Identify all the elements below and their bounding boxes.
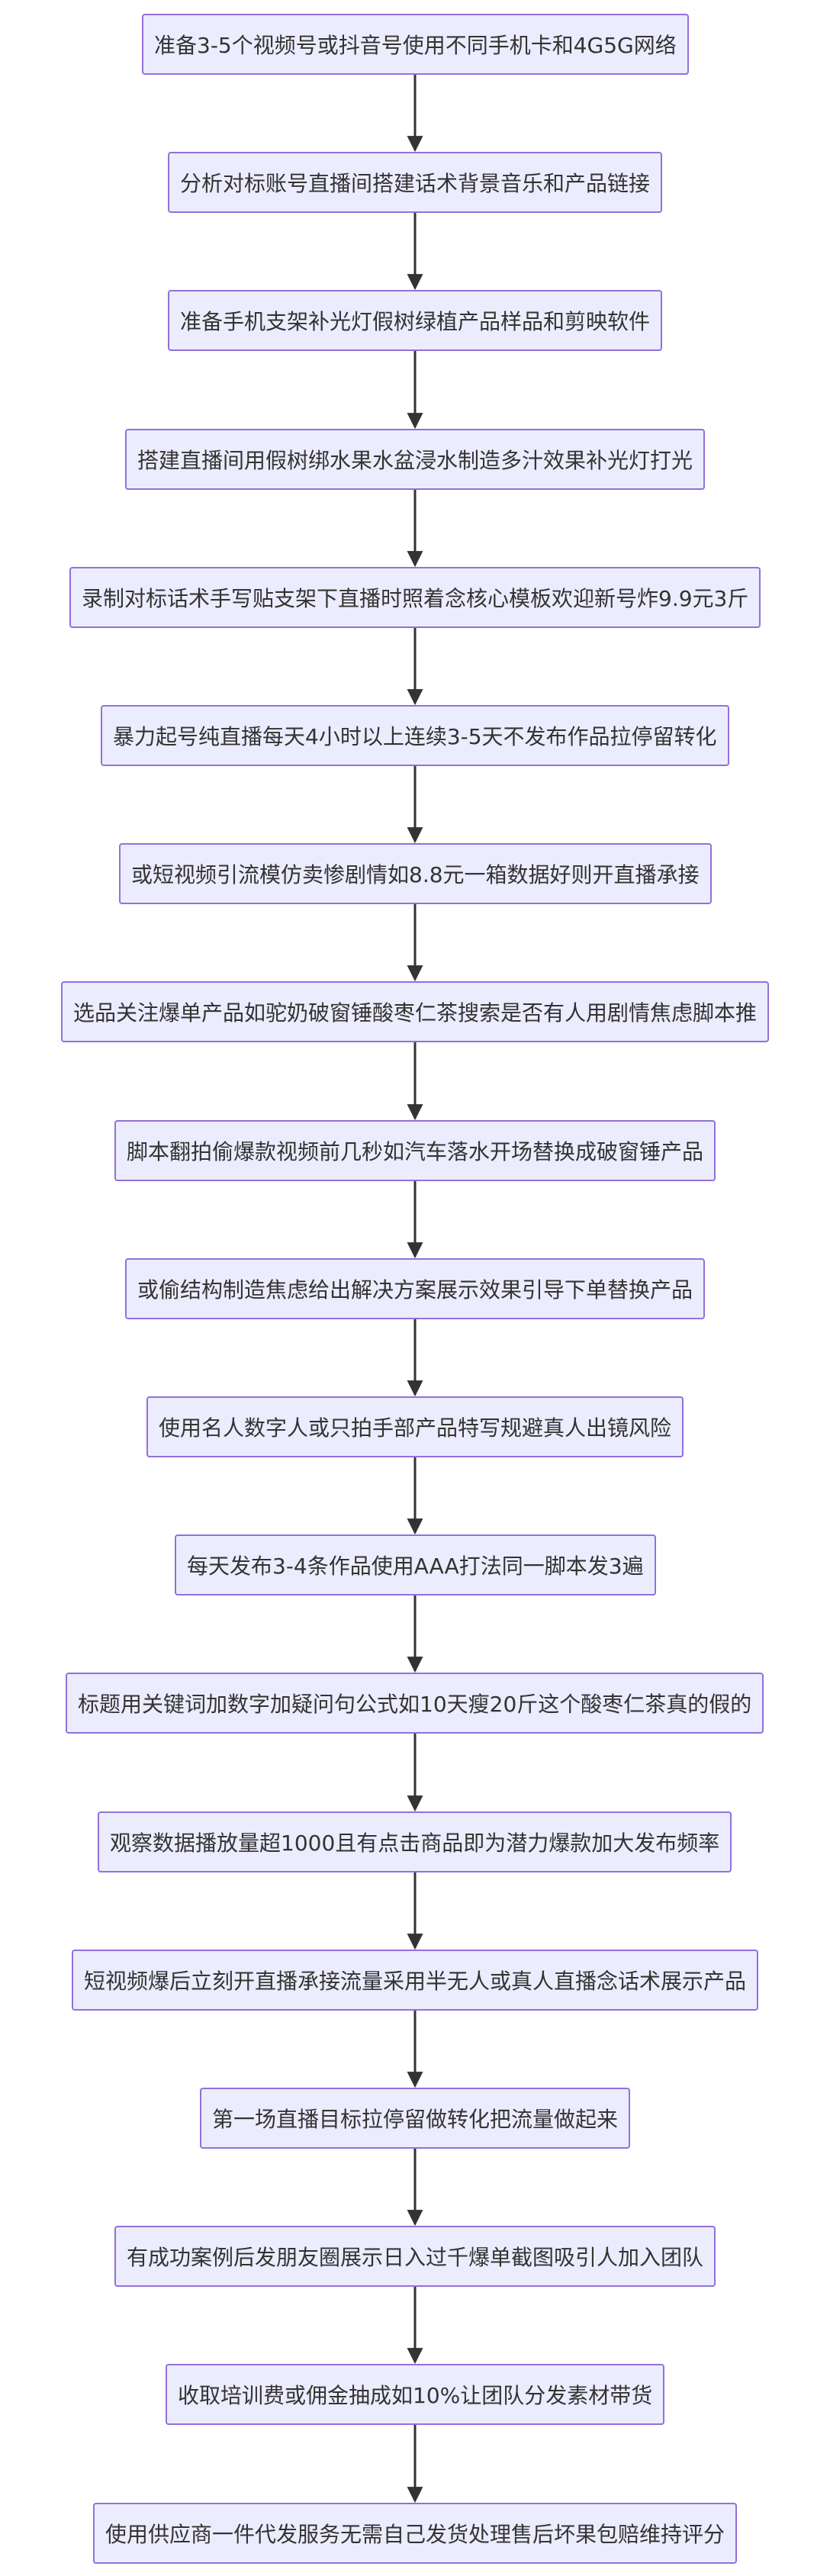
flow-step-1: 准备3-5个视频号或抖音号使用不同手机卡和4G5G网络 [142, 14, 689, 75]
flow-step-9: 脚本翻拍偷爆款视频前几秒如汽车落水开场替换成破窗锤产品 [114, 1120, 716, 1181]
flow-step-3: 准备手机支架补光灯假树绿植产品样品和剪映软件 [168, 290, 663, 351]
flow-step-11: 使用名人数字人或只拍手部产品特写规避真人出镜风险 [146, 1396, 684, 1457]
flow-step-17: 有成功案例后发朋友圈展示日入过千爆单截图吸引人加入团队 [114, 2226, 716, 2287]
flow-step-13: 标题用关键词加数字加疑问句公式如10天瘦20斤这个酸枣仁茶真的假的 [66, 1673, 764, 1734]
flow-step-18: 收取培训费或佣金抽成如10%让团队分发素材带货 [166, 2364, 665, 2425]
flow-step-12: 每天发布3-4条作品使用AAA打法同一脚本发3遍 [175, 1534, 656, 1596]
flow-step-8: 选品关注爆单产品如驼奶破窗锤酸枣仁茶搜索是否有人用剧情焦虑脚本推 [61, 981, 770, 1042]
flow-step-15: 短视频爆后立刻开直播承接流量采用半无人或真人直播念话术展示产品 [72, 1950, 759, 2011]
flow-step-16: 第一场直播目标拉停留做转化把流量做起来 [200, 2088, 631, 2149]
flow-step-14: 观察数据播放量超1000且有点击商品即为潜力爆款加大发布频率 [98, 1811, 732, 1872]
flow-step-5: 录制对标话术手写贴支架下直播时照着念核心模板欢迎新号炸9.9元3斤 [69, 567, 761, 628]
flow-step-19: 使用供应商一件代发服务无需自己发货处理售后坏果包赔维持评分 [93, 2503, 738, 2564]
flow-step-4: 搭建直播间用假树绑水果水盆浸水制造多汁效果补光灯打光 [125, 429, 706, 490]
flow-step-2: 分析对标账号直播间搭建话术背景音乐和产品链接 [168, 152, 663, 213]
flow-step-6: 暴力起号纯直播每天4小时以上连续3-5天不发布作品拉停留转化 [101, 705, 729, 766]
flow-step-7: 或短视频引流模仿卖惨剧情如8.8元一箱数据好则开直播承接 [119, 843, 712, 904]
flow-step-10: 或偷结构制造焦虑给出解决方案展示效果引导下单替换产品 [125, 1258, 706, 1319]
